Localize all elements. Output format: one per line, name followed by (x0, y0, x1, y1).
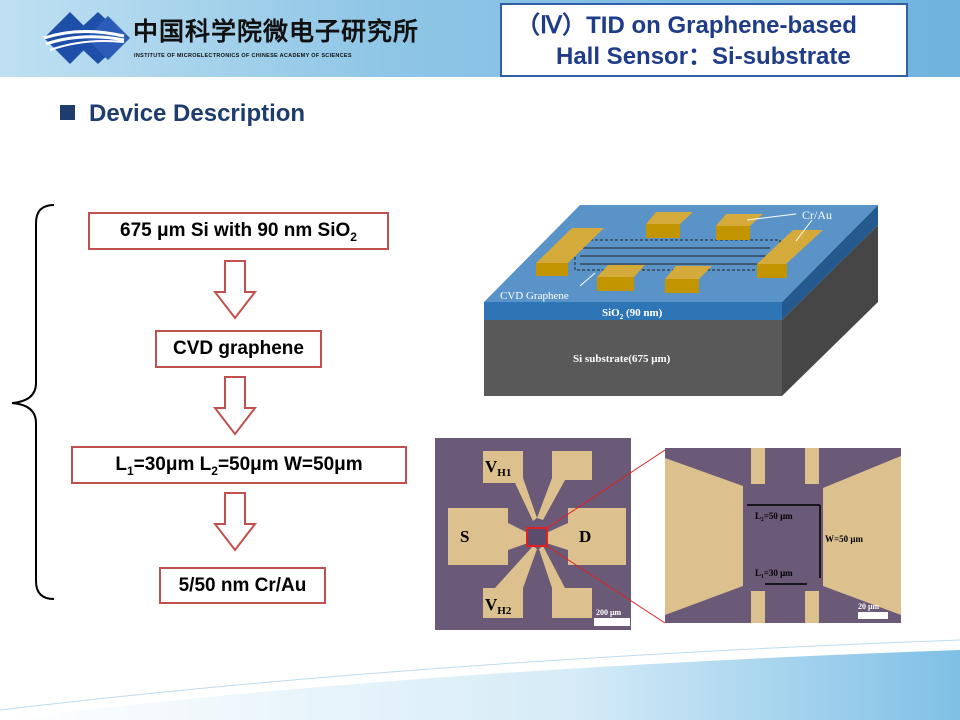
flow-step-metal: 5/50 nm Cr/Au (159, 567, 326, 604)
title-line-1: （Ⅳ）TID on Graphene-based (516, 12, 857, 39)
down-arrow-icon (213, 492, 257, 552)
section-title: Device Description (89, 100, 306, 127)
zoom-scale-bar-label: 20 μm (858, 602, 880, 611)
graphene-label: CVD Graphene (500, 290, 569, 302)
micrograph-overview: VH1 VH2 S D 200 μm (435, 438, 631, 630)
cr-au-label: Cr/Au (802, 208, 832, 222)
section-heading: Device Description (60, 100, 305, 128)
flow-step-graphene: CVD graphene (155, 330, 322, 368)
slide-title: （Ⅳ）TID on Graphene-based Hall Sensor：Si-… (500, 3, 908, 77)
device-micrographs: VH1 VH2 S D 200 μm L₂=50 μm W=50 μm L₁=3… (435, 438, 901, 630)
header-banner: 中国科学院微电子研究所 INSTITUTE OF MICROELECTRONIC… (0, 0, 960, 77)
l1-label: L₁=30 μm (755, 568, 793, 578)
si-substrate-label: Si substrate(675 μm) (573, 353, 671, 365)
left-brace-icon (11, 204, 55, 600)
sio2-label: SiO2 (90 nm) (602, 307, 663, 321)
logo-chinese-name: 中国科学院微电子研究所 (133, 17, 420, 46)
title-line-2: Hall Sensor：Si-substrate (556, 43, 851, 70)
drain-label: D (579, 527, 591, 546)
source-label: S (460, 527, 469, 546)
vh2-label: VH2 (485, 595, 512, 617)
scale-bar-label: 200 μm (596, 608, 622, 617)
decorative-wave (0, 639, 960, 720)
micrograph-zoom: L₂=50 μm W=50 μm L₁=30 μm 20 μm (665, 448, 901, 623)
logo-english-name: INSTITUTE OF MICROELECTRONICS OF CHINESE… (134, 53, 352, 59)
down-arrow-icon (213, 260, 257, 320)
down-arrow-icon (213, 376, 257, 436)
flow-step-substrate: 675 μm Si with 90 nm SiO2 (88, 212, 389, 250)
flow-step-dimensions: L1=30μm L2=50μm W=50μm (71, 446, 407, 484)
w-label: W=50 μm (825, 534, 863, 544)
l2-label: L₂=50 μm (755, 511, 793, 521)
bullet-square-icon (60, 105, 75, 120)
vh1-label: VH1 (485, 457, 511, 479)
device-3d-diagram: Cr/Au CVD Graphene SiO2 (90 nm) Si subst… (484, 205, 878, 396)
cr-au-contacts (536, 212, 823, 293)
institute-logo-icon (43, 12, 130, 64)
